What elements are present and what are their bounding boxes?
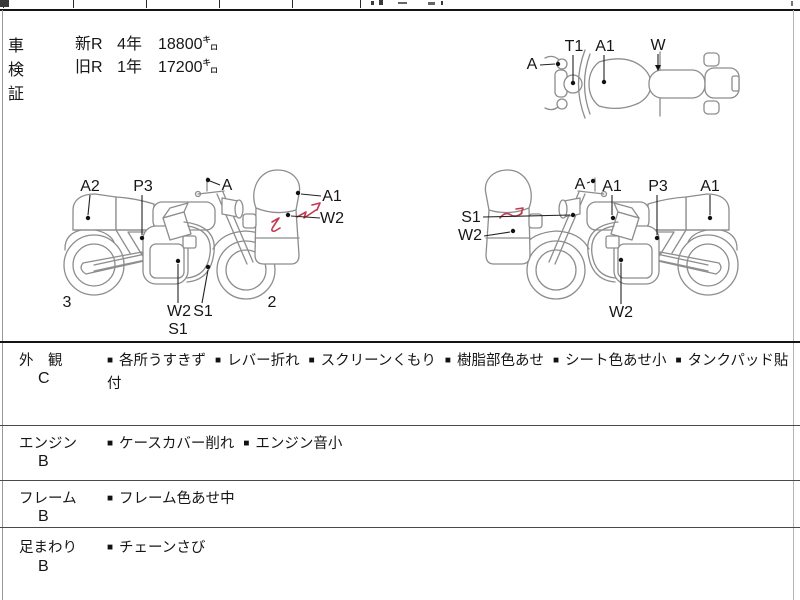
square-bullet-icon: ■ <box>552 355 560 366</box>
shaken-label: 車検証 <box>8 38 26 103</box>
condition-item: ■ チェーンさび <box>107 540 205 556</box>
condition-item-text: 各所うすきず <box>119 353 207 369</box>
condition-item: ■ スクリーンくもり <box>309 353 436 369</box>
damage-code-label: P3 <box>133 178 153 195</box>
square-bullet-icon: ■ <box>308 355 315 366</box>
grade-value: B <box>38 508 49 525</box>
condition-items: ■ チェーンさび <box>107 536 797 560</box>
damage-code-label: W <box>650 37 666 54</box>
condition-row-undercarriage: 足まわり B ■ チェーンさび <box>0 527 800 600</box>
damage-code-label: A1 <box>700 178 720 195</box>
condition-item: ■ ケースカバー削れ <box>107 436 234 452</box>
year-old: 1年 <box>117 59 142 76</box>
condition-row-exterior: 外 観 C ■ 各所うすきず ■ レバー折れ ■ スクリーンくもり ■ 樹脂部色あせ ■ シート色… <box>0 343 800 425</box>
square-bullet-icon: ■ <box>444 355 451 366</box>
condition-row-engine: エンジン B ■ ケースカバー削れ ■ エンジン音小 <box>0 425 800 480</box>
square-bullet-icon: ■ <box>107 355 114 366</box>
category-label: フレーム <box>19 491 77 507</box>
mileage-new: 18800㌔ <box>158 36 219 53</box>
condition-item-text: タンクパッド貼付 <box>107 353 789 392</box>
grade-value: B <box>38 453 49 470</box>
damage-code-label: S1 <box>193 303 213 320</box>
year-new: 4年 <box>117 36 142 53</box>
square-bullet-icon: ■ <box>107 438 114 449</box>
damage-code-label: S1 <box>461 209 481 226</box>
damage-code-label: S1 <box>168 321 188 338</box>
mileage-old: 17200㌔ <box>158 59 219 76</box>
condition-item: ■ シート色あせ小 <box>553 353 667 369</box>
square-bullet-icon: ■ <box>215 355 222 366</box>
damage-code-label: T1 <box>565 38 584 55</box>
square-bullet-icon: ■ <box>107 542 114 553</box>
grade-value: B <box>38 558 49 575</box>
damage-code-label: W2 <box>320 210 344 227</box>
right-side-diagram: A A1 P3 A1 S1 W2 W2 <box>458 169 739 321</box>
shaken-row-old: 旧R 1年 17200㌔ <box>75 53 219 77</box>
condition-item-text: フレーム色あせ中 <box>119 491 235 507</box>
condition-items: ■各所うすきず■レバー折れ■スクリーンくもり■樹脂部色あせ■シート色あせ小■タン… <box>107 349 797 396</box>
damage-code-label: A <box>527 56 538 73</box>
condition-item-text: エンジン音小 <box>255 436 343 452</box>
tire-number-label: 2 <box>268 294 277 311</box>
damage-code-label: P3 <box>648 178 668 195</box>
tire-number-label: 3 <box>63 294 72 311</box>
square-bullet-icon: ■ <box>675 355 682 366</box>
square-bullet-icon: ■ <box>107 493 114 504</box>
page-right-border <box>793 10 794 600</box>
motorcycle-side-view-drawing <box>63 177 279 300</box>
condition-item: ■ フレーム色あせ中 <box>107 491 235 507</box>
category-label: 足まわり <box>19 540 77 556</box>
condition-item: ■ 各所うすきず <box>107 353 206 369</box>
condition-items: ■ フレーム色あせ中 <box>107 487 797 511</box>
condition-item-text: シート色あせ小 <box>565 353 667 369</box>
left-side-diagram: A2 P3 A A1 W2 3 2 W2 S1 S1 <box>63 169 344 338</box>
condition-item-text: チェーンさび <box>119 540 206 556</box>
shaken-row-new: 新R 4年 18800㌔ <box>75 30 219 54</box>
damage-code-label: A1 <box>595 38 615 55</box>
condition-item: ■ 樹脂部色あせ <box>445 353 544 369</box>
damage-code-label: A1 <box>322 188 342 205</box>
damage-code-label: W2 <box>167 303 191 320</box>
condition-row-frame: フレーム B ■ フレーム色あせ中 <box>0 480 800 527</box>
condition-item: ■ レバー折れ <box>215 353 300 369</box>
era-new: 新R <box>75 36 103 53</box>
category-label: 外 観 <box>19 353 63 369</box>
top-view-diagram: A T1 A1 W <box>527 37 740 119</box>
era-old: 旧R <box>75 59 103 76</box>
condition-item-text: レバー折れ <box>227 353 300 369</box>
handwritten-red-mark <box>271 202 321 232</box>
condition-item-text: 樹脂部色あせ <box>456 353 544 369</box>
damage-code-label: W2 <box>458 227 482 244</box>
grade-value: C <box>38 370 50 387</box>
condition-item-text: ケースカバー削れ <box>119 436 235 452</box>
condition-items: ■ ケースカバー削れ ■ エンジン音小 <box>107 432 797 456</box>
clipped-table-row <box>0 0 800 11</box>
handwritten-red-mark <box>499 207 524 219</box>
square-bullet-icon: ■ <box>243 438 250 449</box>
category-label: エンジン <box>19 436 77 452</box>
condition-item-text: スクリーンくもり <box>320 353 436 369</box>
damage-code-label: A1 <box>602 178 622 195</box>
condition-item: ■タンクパッド貼付 <box>107 353 788 392</box>
pointer-lines <box>87 180 322 304</box>
condition-item: ■ エンジン音小 <box>243 436 342 452</box>
damage-code-label: A2 <box>80 178 100 195</box>
pointer-lines <box>482 181 711 304</box>
damage-code-label: A <box>575 176 586 193</box>
fairing-part-drawing <box>242 169 301 265</box>
pointer-lines <box>539 54 659 81</box>
condition-notes-table: 外 観 C ■ 各所うすきず ■ レバー折れ ■ スクリーンくもり ■ 樹脂部色あせ ■ シート色… <box>0 341 800 600</box>
page-left-border <box>2 10 3 600</box>
damage-code-label: W2 <box>609 304 633 321</box>
damage-code-label: A <box>222 177 233 194</box>
